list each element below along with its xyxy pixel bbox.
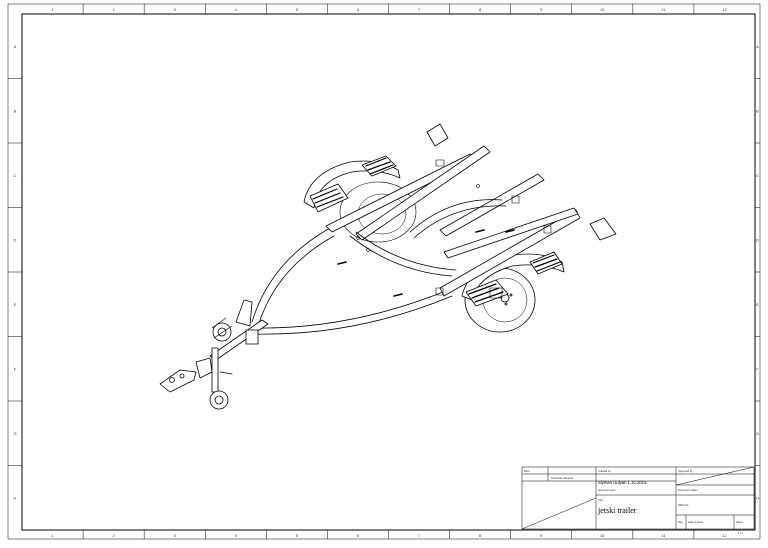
jockey-wheel xyxy=(209,347,233,410)
row-label: D xyxy=(14,237,17,242)
label-document-status: Document status xyxy=(678,488,698,492)
column-label: 10 xyxy=(600,7,605,12)
column-label: 7 xyxy=(418,533,421,538)
row-label: B xyxy=(756,108,759,113)
row-label: H xyxy=(14,495,17,500)
drawing-title: jetski trailer xyxy=(597,506,637,515)
bunk-rail-right xyxy=(439,173,545,237)
row-label: D xyxy=(756,237,759,242)
row-label: C xyxy=(756,173,759,178)
left-fender xyxy=(303,155,401,213)
label-approved-by: Approved by xyxy=(678,469,693,473)
label-document-type: Document type xyxy=(598,488,616,492)
column-label: 1 xyxy=(51,7,54,12)
column-label: 12 xyxy=(722,7,727,12)
bunk-rail-center xyxy=(443,207,579,259)
inner-border xyxy=(21,13,756,531)
label-date-of-issue: Date of issue xyxy=(688,520,704,524)
column-label: 1 xyxy=(51,533,54,538)
label-rev: Rev. xyxy=(678,520,683,524)
outer-border xyxy=(7,3,761,540)
rear-axle-beam xyxy=(439,209,581,297)
row-label: F xyxy=(14,366,17,371)
column-label: 10 xyxy=(600,533,605,538)
column-label: 9 xyxy=(540,7,543,12)
column-label: 8 xyxy=(479,7,482,12)
column-label: 8 xyxy=(479,533,482,538)
label-created-by: Created by xyxy=(598,469,611,473)
bunk-pad-front xyxy=(426,123,449,147)
row-label: A xyxy=(14,44,17,49)
row-label: C xyxy=(14,173,17,178)
column-label: 12 xyxy=(722,533,727,538)
column-label: 5 xyxy=(296,533,299,538)
column-label: 3 xyxy=(174,533,177,538)
column-label: 11 xyxy=(661,7,666,12)
created-by-value: Slyman Gulyan 1.10.2023 xyxy=(598,480,647,485)
sheet-number: 1 / 1 xyxy=(738,531,744,535)
row-label: E xyxy=(756,302,759,307)
column-label: 6 xyxy=(357,533,360,538)
hitch-coupler xyxy=(159,357,213,393)
label-dwg-no: DWG No. xyxy=(678,503,689,507)
row-label: E xyxy=(14,302,17,307)
bunk-pad-rear xyxy=(589,217,617,241)
row-label: A xyxy=(756,44,759,49)
row-label: G xyxy=(13,431,16,436)
label-sheet: Sheet xyxy=(736,520,743,524)
a-frame-drawbar xyxy=(251,227,453,335)
label-technical-reference: Technical reference xyxy=(551,476,574,480)
jetski-trailer-assembly xyxy=(159,123,617,410)
row-label: G xyxy=(756,431,759,436)
row-label: H xyxy=(756,495,759,500)
mounting-brackets xyxy=(337,159,552,299)
winch-assembly xyxy=(211,299,259,345)
column-label: 11 xyxy=(661,533,666,538)
curved-brace xyxy=(349,235,453,277)
label-dept: Dept. xyxy=(524,469,530,473)
row-label: B xyxy=(14,108,17,113)
column-label: 9 xyxy=(540,533,543,538)
column-label: 7 xyxy=(418,7,421,12)
title-block xyxy=(521,466,755,530)
column-label: 3 xyxy=(174,7,177,12)
label-title: Title xyxy=(598,498,603,502)
column-label: 5 xyxy=(296,7,299,12)
column-label: 2 xyxy=(113,533,116,538)
column-label: 4 xyxy=(235,7,238,12)
column-label: 2 xyxy=(113,7,116,12)
row-label: F xyxy=(756,366,759,371)
bunk-rail-left xyxy=(355,145,491,241)
column-label: 4 xyxy=(235,533,238,538)
column-label: 6 xyxy=(357,7,360,12)
